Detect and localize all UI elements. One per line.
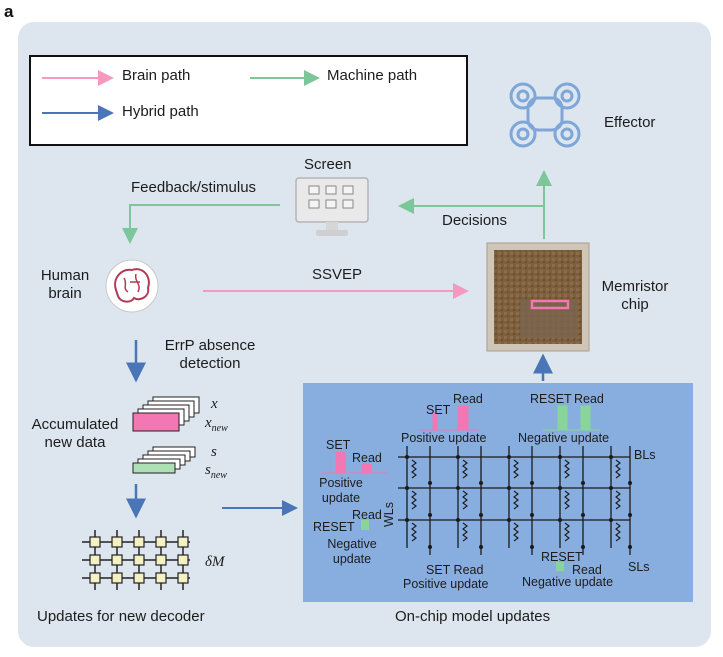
errp-label: ErrP absence detection — [164, 337, 256, 372]
human-brain-label: Human brain — [40, 267, 90, 302]
reset-label-2: RESET — [313, 520, 355, 534]
s-new-label: snew — [205, 462, 227, 481]
pulse-set-read-top — [420, 405, 478, 431]
wls-label: WLs — [382, 502, 396, 527]
bls-label: BLs — [634, 448, 656, 462]
pulse-set-read-left — [321, 451, 388, 474]
negative-update-label-1: Negative update — [518, 431, 610, 445]
panel-label: a — [4, 2, 14, 21]
decoder-grid-nodes — [89, 536, 189, 584]
reset-label-3: RESET — [541, 550, 583, 564]
crossbar-cells — [411, 459, 621, 542]
delta-m-label: δM — [205, 554, 225, 570]
x-new-label: xnew — [205, 415, 228, 434]
sls-label: SLs — [628, 560, 650, 574]
pulse-reset-read-left — [361, 520, 369, 530]
set-read-label-3: SET Read — [426, 563, 484, 577]
pulse-reset-read-top — [543, 405, 600, 431]
brain-icon — [105, 259, 159, 313]
data-stack-s — [132, 446, 196, 474]
read-label-1: Read — [453, 392, 483, 406]
read-label-4: Read — [352, 508, 382, 522]
read-label-3: Read — [352, 451, 382, 465]
updates-decoder-label: Updates for new decoder — [37, 608, 205, 625]
onchip-updates-label: On-chip model updates — [395, 608, 551, 625]
read-label-2: Read — [574, 392, 604, 406]
effector-drone-icon — [509, 82, 581, 148]
crossbar-dots — [405, 455, 632, 549]
positive-update-label-1: Positive update — [401, 431, 487, 445]
data-stack-x — [132, 396, 200, 432]
memristor-chip-icon — [486, 242, 590, 352]
screen-monitor-icon — [295, 177, 369, 236]
legend-hybrid-path: Hybrid path — [122, 103, 199, 120]
effector-label: Effector — [604, 114, 656, 131]
pulse-reset-bottom — [556, 562, 564, 571]
negative-update-label-2: Negative update — [327, 537, 377, 566]
set-label-2: SET — [326, 438, 351, 452]
feedback-label: Feedback/stimulus — [131, 179, 257, 196]
legend-brain-path: Brain path — [122, 67, 191, 84]
reset-label-1: RESET — [530, 392, 572, 406]
set-label-1: SET — [426, 403, 451, 417]
x-label: x — [211, 396, 218, 412]
ssvep-label: SSVEP — [312, 266, 363, 283]
negative-update-label-3: Negative update — [522, 575, 614, 589]
read-label-5: Read — [572, 563, 602, 577]
screen-label: Screen — [304, 156, 352, 173]
decisions-label: Decisions — [442, 212, 508, 229]
positive-update-label-2: Positive update — [319, 476, 363, 505]
s-label: s — [211, 444, 217, 460]
positive-update-label-3: Positive update — [403, 577, 489, 591]
crossbar-board — [303, 383, 693, 602]
accumulated-data-label: Accumulated new data — [31, 416, 119, 451]
crossbar-array — [398, 446, 631, 555]
memristor-chip-label: Memristor chip — [601, 278, 669, 313]
feedback-arrow — [122, 204, 280, 244]
legend-machine-path: Machine path — [327, 67, 418, 84]
